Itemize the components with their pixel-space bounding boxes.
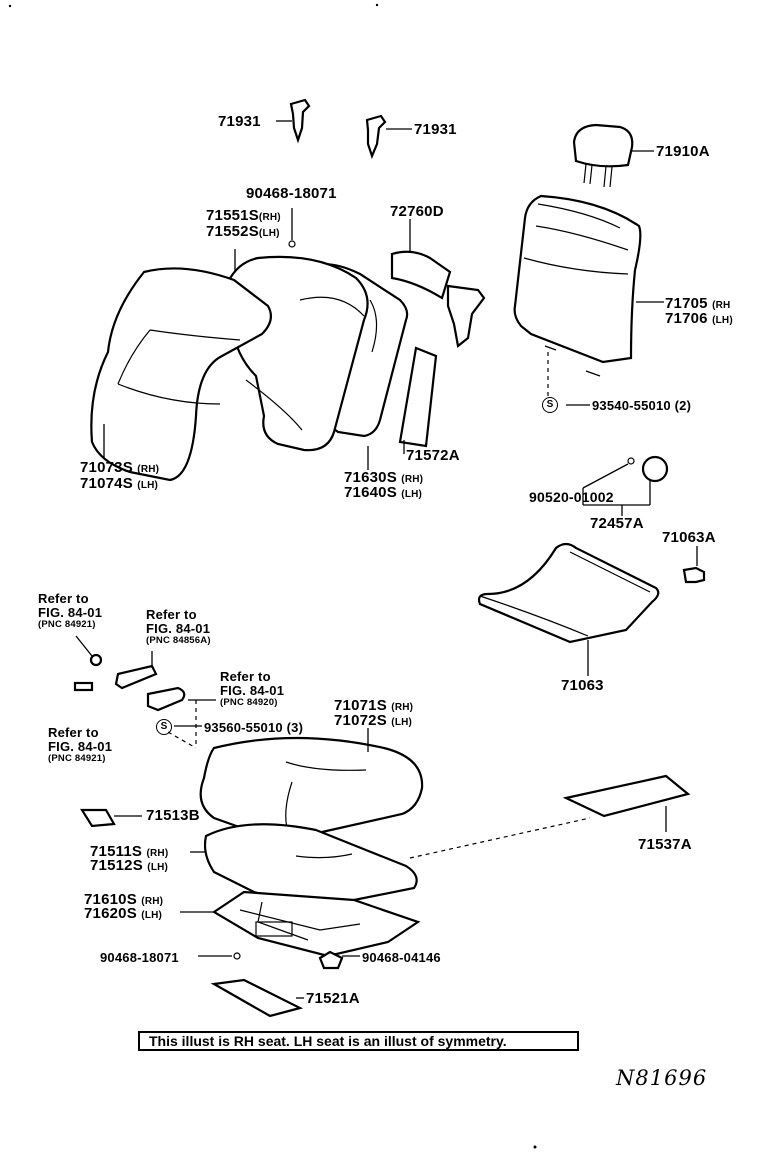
refer-note-1: Refer to FIG. 84-01 (PNC 84921) <box>38 591 103 630</box>
label-71063: 71063 <box>561 677 604 694</box>
clip-71931-right <box>365 114 412 160</box>
lumbar-72760D <box>390 219 486 349</box>
label-71071S: 71071S (RH) <box>334 697 414 714</box>
pad-71537A <box>409 774 691 859</box>
clip-71063A <box>682 546 706 584</box>
label-72760D: 72760D <box>390 203 444 220</box>
label-93540-55010: 93540-55010 (2) <box>592 398 692 413</box>
label-71610S: 71610S (RH) <box>84 891 164 908</box>
seat-frame-71610S <box>180 890 421 958</box>
refer-note-4: Refer to FIG. 84-01 (PNC 84921) <box>48 725 113 764</box>
s-fastener-symbol-2: S <box>156 719 172 735</box>
label-90468-18071-bottom: 90468-18071 <box>100 950 179 965</box>
cushion-pad-71511S <box>190 823 418 904</box>
label-71931-right: 71931 <box>414 121 457 138</box>
label-93560-55010: 93560-55010 (3) <box>204 720 304 735</box>
seatback-cover-71073S <box>90 267 273 482</box>
figure-id: N81696 <box>616 1066 708 1090</box>
label-71931-left: 71931 <box>218 113 261 130</box>
pad-71572A <box>398 346 438 454</box>
label-71072S: 71072S (LH) <box>334 712 413 729</box>
label-71551S: 71551S(RH) <box>206 207 281 224</box>
headrest-71910A <box>572 123 654 188</box>
refer-note-2: Refer to FIG. 84-01 (PNC 84856A) <box>146 607 211 646</box>
cushion-cover-71071S <box>199 728 424 836</box>
label-71705: 71705 (RH <box>665 295 731 312</box>
label-71572A: 71572A <box>406 447 460 464</box>
label-71074S: 71074S (LH) <box>80 475 159 492</box>
small-parts-left <box>73 635 216 749</box>
label-71521A: 71521A <box>306 990 360 1007</box>
pad-71513B <box>80 808 142 828</box>
label-71511S: 71511S (RH) <box>90 843 169 860</box>
cushion-board-71063 <box>477 542 660 676</box>
label-71640S: 71640S (LH) <box>344 484 423 501</box>
label-71063A: 71063A <box>662 529 716 546</box>
label-71620S: 71620S (LH) <box>84 905 163 922</box>
label-71706: 71706 (LH) <box>665 310 733 327</box>
s-fastener-symbol: S <box>542 397 558 413</box>
label-71537A: 71537A <box>638 836 692 853</box>
pad-71521A <box>210 978 304 1018</box>
refer-note-3: Refer to FIG. 84-01 (PNC 84920) <box>220 669 285 708</box>
label-71630S: 71630S (RH) <box>344 469 424 486</box>
clip-71931-left <box>276 98 311 144</box>
label-71073S: 71073S (RH) <box>80 459 160 476</box>
label-90520-01002: 90520-01002 <box>529 489 614 505</box>
label-71512S: 71512S (LH) <box>90 857 169 874</box>
label-90468-04146: 90468-04146 <box>362 950 441 965</box>
small-parts-bottom <box>198 950 360 970</box>
label-90468-18071-top: 90468-18071 <box>246 185 337 202</box>
label-71910A: 71910A <box>656 143 710 160</box>
symmetry-note: This illust is RH seat. LH seat is an il… <box>138 1031 579 1051</box>
label-71513B: 71513B <box>146 807 200 824</box>
seatback-71705 <box>513 194 664 398</box>
label-71552S: 71552S(LH) <box>206 223 280 240</box>
knob-72457A <box>582 455 669 516</box>
label-72457A: 72457A <box>590 515 644 532</box>
